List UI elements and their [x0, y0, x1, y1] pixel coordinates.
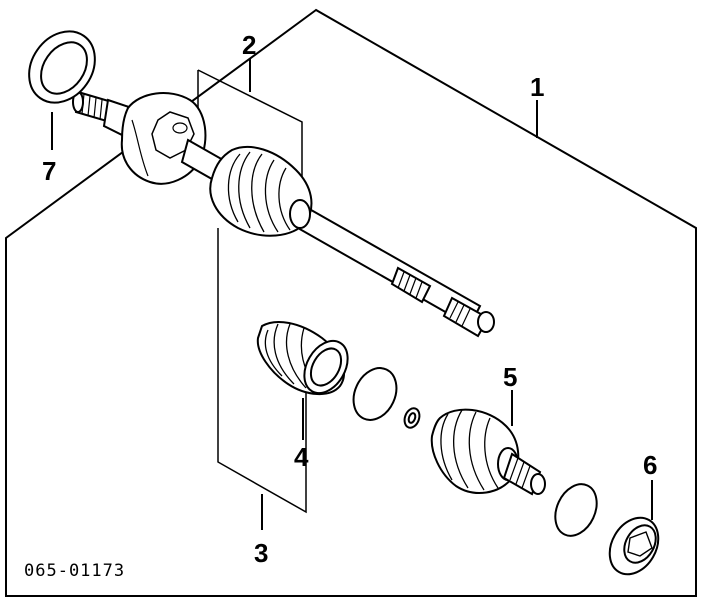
bracket-part-3: [217, 228, 307, 514]
snap-ring-large: [352, 367, 398, 421]
boot-kit: [256, 321, 349, 395]
figure-code: 065-01173: [24, 561, 125, 581]
outer-spline-end: [442, 296, 495, 338]
inner-boot: [209, 145, 313, 237]
bracket-part-2-box: [197, 69, 303, 200]
callout-1: 1: [530, 72, 544, 102]
leader-lines: [51, 58, 653, 530]
assembly-outline: [5, 8, 697, 597]
hub-nut: [608, 516, 660, 576]
circlip-small: [403, 407, 421, 429]
callout-4: 4: [294, 442, 309, 472]
outer-cv-joint: [430, 408, 546, 496]
shaft-assembly: [72, 90, 495, 338]
callout-7: 7: [42, 156, 56, 186]
callout-6: 6: [643, 450, 657, 480]
shaft-spline-band: [390, 266, 432, 304]
dust-seal-ring: [28, 30, 96, 104]
snap-ring-outer: [554, 483, 598, 537]
callout-2: 2: [242, 30, 256, 60]
inner-joint-housing: [120, 92, 207, 185]
callout-3: 3: [254, 538, 268, 568]
callout-5: 5: [503, 362, 517, 392]
